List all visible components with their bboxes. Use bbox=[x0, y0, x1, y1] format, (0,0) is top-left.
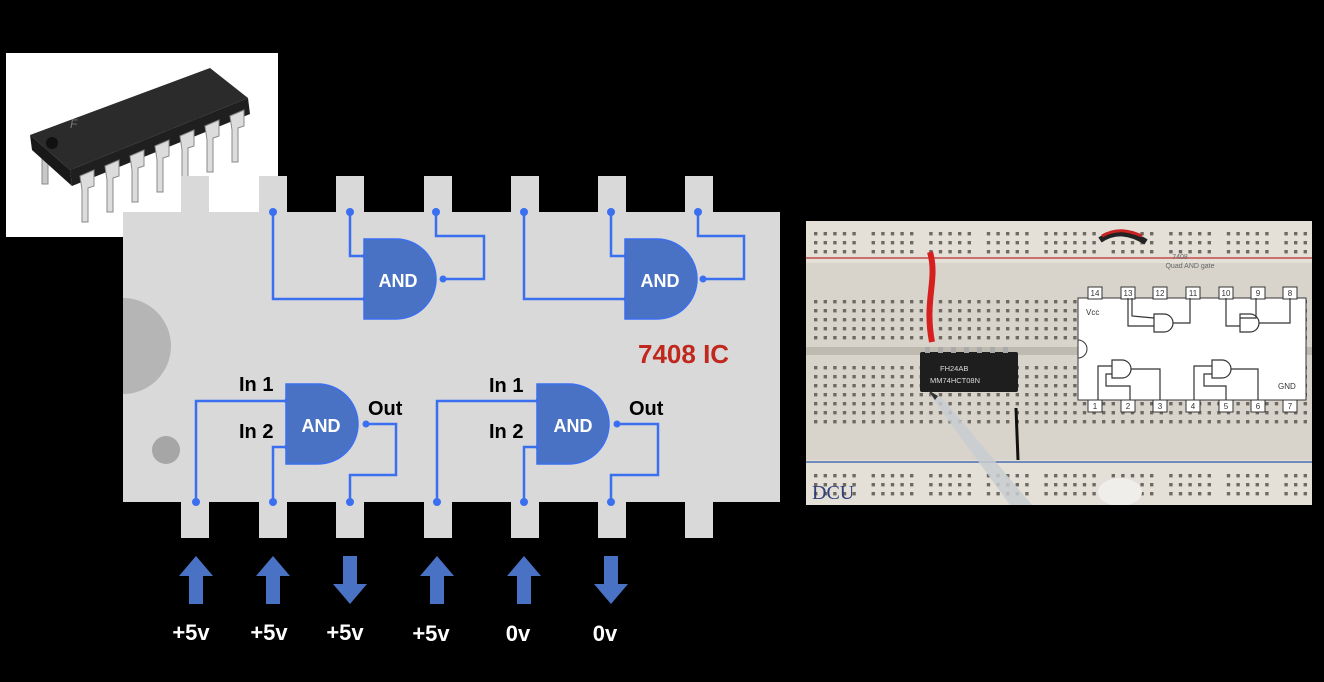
pin-8 bbox=[685, 176, 713, 214]
svg-text:Quad AND gate: Quad AND gate bbox=[1165, 263, 1214, 270]
in2-label-left: In 2 bbox=[239, 421, 273, 443]
and-gate-bottom-right: AND bbox=[536, 383, 610, 465]
voltage-label: 0v bbox=[593, 621, 618, 646]
pin-10 bbox=[511, 176, 539, 214]
svg-text:Vcc: Vcc bbox=[1086, 308, 1099, 317]
in2-label-right: In 2 bbox=[489, 421, 523, 443]
svg-text:11: 11 bbox=[1189, 289, 1198, 298]
pin1-dot bbox=[152, 436, 180, 464]
chip-photo: F bbox=[6, 53, 278, 237]
and-gate-top-left: AND bbox=[363, 238, 437, 320]
svg-text:7: 7 bbox=[1288, 402, 1293, 411]
wires bbox=[194, 212, 746, 502]
out-label-left: Out bbox=[368, 398, 403, 420]
voltage-label: +5v bbox=[172, 620, 210, 645]
svg-text:13: 13 bbox=[1124, 289, 1133, 298]
svg-text:10: 10 bbox=[1222, 289, 1231, 298]
voltage-label: 0v bbox=[506, 621, 531, 646]
arrow-up-icon bbox=[179, 556, 213, 604]
breadboard-photo: FH24AB MM74HCT08N 7408 Quad AND gate Vcc… bbox=[806, 221, 1312, 505]
svg-text:6: 6 bbox=[1256, 402, 1261, 411]
svg-text:3: 3 bbox=[1158, 402, 1163, 411]
pin-14 bbox=[181, 176, 209, 214]
ic-label: 7408 IC bbox=[638, 339, 729, 369]
svg-text:4: 4 bbox=[1191, 402, 1196, 411]
voltage-label: +5v bbox=[250, 620, 288, 645]
svg-text:9: 9 bbox=[1256, 289, 1261, 298]
svg-text:GND: GND bbox=[1278, 382, 1296, 391]
pin-13 bbox=[259, 176, 287, 214]
in1-label-left: In 1 bbox=[239, 374, 273, 396]
pin-9 bbox=[598, 176, 626, 214]
pin-7 bbox=[685, 498, 713, 538]
pin-11 bbox=[424, 176, 452, 214]
pin-12 bbox=[336, 176, 364, 214]
svg-text:1: 1 bbox=[1093, 402, 1098, 411]
gate-label: AND bbox=[379, 271, 418, 291]
svg-text:5: 5 bbox=[1224, 402, 1229, 411]
chip-notch bbox=[123, 298, 171, 394]
svg-text:F: F bbox=[70, 117, 78, 131]
svg-text:7408: 7408 bbox=[1172, 254, 1188, 261]
svg-text:12: 12 bbox=[1156, 289, 1165, 298]
voltage-arrows bbox=[179, 556, 628, 604]
svg-text:2: 2 bbox=[1126, 402, 1131, 411]
gate-label: AND bbox=[641, 271, 680, 291]
dcu-logo: DCU bbox=[812, 482, 855, 504]
arrow-up-icon bbox=[256, 556, 290, 604]
and-gate-bottom-left: AND bbox=[285, 383, 359, 465]
arrow-up-icon bbox=[507, 556, 541, 604]
arrow-down-icon bbox=[333, 556, 367, 604]
in1-label-right: In 1 bbox=[489, 375, 523, 397]
chip-marking-1: FH24AB bbox=[940, 364, 968, 373]
arrow-down-icon bbox=[594, 556, 628, 604]
and-gate-top-right: AND bbox=[624, 238, 698, 320]
chip-marking-2: MM74HCT08N bbox=[930, 376, 980, 385]
voltage-label: +5v bbox=[326, 620, 364, 645]
gate-label: AND bbox=[302, 416, 341, 436]
out-label-right: Out bbox=[629, 398, 664, 420]
svg-text:14: 14 bbox=[1091, 289, 1100, 298]
gate-label: AND bbox=[554, 416, 593, 436]
voltage-label: +5v bbox=[412, 621, 450, 646]
breadboard-chip bbox=[920, 352, 1018, 392]
arrow-up-icon bbox=[420, 556, 454, 604]
svg-text:8: 8 bbox=[1288, 289, 1293, 298]
